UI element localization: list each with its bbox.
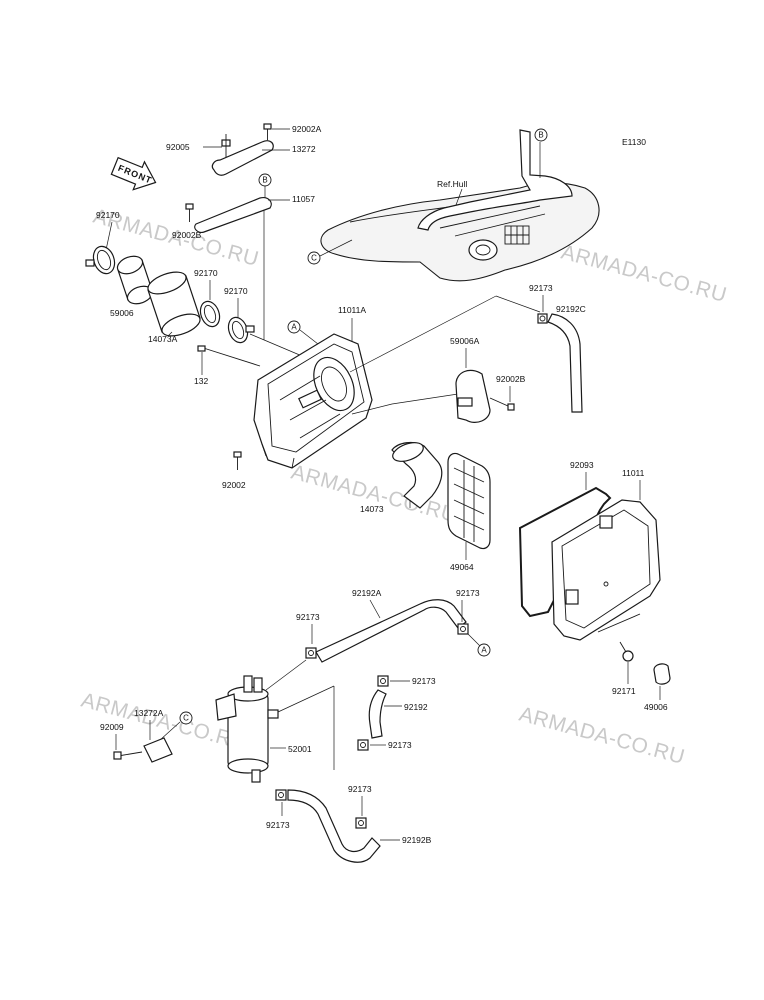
part-92173[interactable]: 92173 (456, 588, 480, 598)
bolt-icon (113, 751, 143, 760)
ref-label: Ref.Hull (437, 179, 467, 189)
part-13272[interactable]: 13272 (292, 144, 316, 154)
part-92173[interactable]: 92173 (266, 820, 290, 830)
marker-b-label: B (538, 131, 543, 140)
part-92192C[interactable]: 92192C (556, 304, 586, 314)
marker-c (307, 251, 321, 265)
clip-icon (355, 817, 367, 829)
marker-a (477, 643, 491, 657)
cover-11011: 11011 92171 49006 (551, 468, 671, 712)
bracket-11057 (194, 197, 272, 233)
watermark: ARMADA-CO.RU (517, 703, 688, 769)
duct-14073: 14073 (360, 441, 443, 514)
clamp-icon (227, 316, 255, 344)
hose-92192B-group: 92173 92173 92192B (266, 784, 432, 863)
bracket-assembly: 92002A 92005 13272 B 11057 92002B (166, 123, 322, 340)
clip-icon (619, 641, 634, 662)
part-92173[interactable]: 92173 (412, 676, 436, 686)
part-92002B[interactable]: 92002B (496, 374, 526, 384)
hose-92192A (315, 599, 467, 663)
duct-14073A (147, 271, 201, 337)
air-box-housing: A 11011A (253, 295, 541, 469)
part-11057[interactable]: 11057 (292, 194, 315, 204)
clamp-icon (85, 245, 116, 275)
part-59006A[interactable]: 59006A (450, 336, 480, 346)
part-11011A[interactable]: 11011A (338, 305, 366, 315)
marker-c-label: C (311, 254, 317, 263)
bracket-13272A-group: C 13272A 92009 (100, 708, 193, 763)
filter-49064: 49064 (447, 452, 491, 572)
clip-icon (275, 789, 287, 801)
part-49064[interactable]: 49064 (450, 562, 474, 572)
clip-icon (305, 647, 317, 659)
hose-92192 (368, 689, 387, 739)
cap-icon (653, 663, 671, 685)
hose-92192A-group: 92192A 92173 92173 A (265, 588, 491, 691)
part-92005[interactable]: 92005 (166, 142, 190, 152)
marker-b (258, 173, 272, 187)
part-92170[interactable]: 92170 (224, 286, 248, 296)
part-92170[interactable]: 92170 (96, 210, 120, 220)
cover-59006A: 59006A 92002B (450, 336, 526, 423)
part-92192[interactable]: 92192 (404, 702, 428, 712)
bracket-13272 (211, 140, 274, 176)
part-92192B[interactable]: 92192B (402, 835, 432, 845)
part-49006[interactable]: 49006 (644, 702, 668, 712)
hose-92192C-group: 92173 92192C (529, 283, 586, 413)
part-92002B[interactable]: 92002B (172, 230, 202, 240)
clip-icon (377, 675, 389, 687)
bolt-icon (489, 397, 515, 411)
part-92192A[interactable]: 92192A (352, 588, 382, 598)
bolt-icon (263, 123, 272, 140)
marker-c-label: C (183, 714, 189, 723)
part-59006[interactable]: 59006 (110, 308, 134, 318)
part-92173[interactable]: 92173 (388, 740, 412, 750)
part-52001[interactable]: 52001 (288, 744, 312, 754)
bolt-icon (185, 203, 194, 222)
hose-92192-group: 92173 92192 92173 (357, 675, 436, 751)
marker-b (534, 128, 548, 142)
bolt-icon (233, 451, 242, 470)
part-92170[interactable]: 92170 (194, 268, 218, 278)
part-132[interactable]: 132 (194, 376, 208, 386)
stud-icon (221, 134, 231, 158)
bolt-icon (197, 345, 261, 367)
part-92093[interactable]: 92093 (570, 460, 594, 470)
marker-c (179, 711, 193, 725)
front-arrow-icon: FRONT (110, 156, 157, 191)
marker-b-label: B (262, 176, 267, 185)
part-14073A[interactable]: 14073A (148, 334, 178, 344)
bracket-13272A (143, 737, 173, 763)
marker-a (287, 320, 301, 334)
clip-icon (357, 739, 369, 751)
part-92009[interactable]: 92009 (100, 722, 124, 732)
clip-icon (537, 313, 548, 324)
part-92002[interactable]: 92002 (222, 480, 246, 490)
clip-icon (457, 623, 469, 635)
hull-vent-grid (504, 225, 530, 245)
tank-52001: 52001 (215, 675, 335, 783)
part-92171[interactable]: 92171 (612, 686, 636, 696)
part-14073[interactable]: 14073 (360, 504, 384, 514)
marker-a-label: A (291, 323, 297, 332)
marker-a-label: A (481, 646, 487, 655)
watermark: ARMADA-CO.RU (559, 241, 730, 307)
part-11011[interactable]: 11011 (622, 468, 645, 478)
part-92173[interactable]: 92173 (296, 612, 320, 622)
part-92173[interactable]: 92173 (348, 784, 372, 794)
hull-reference-drawing: Ref.Hull B C (307, 128, 600, 282)
clamp-icon (199, 300, 221, 328)
part-13272A[interactable]: 13272A (134, 708, 164, 718)
hose-92192C (547, 313, 583, 413)
hose-59006 (116, 255, 154, 305)
hose-92192B (287, 789, 381, 863)
part-92173[interactable]: 92173 (529, 283, 553, 293)
diagram-code: E1130 (622, 137, 646, 147)
intake-duct-group: 92170 59006 14073A 92170 92170 (85, 210, 303, 386)
gasket-92093: 92093 (518, 460, 612, 618)
part-92002A[interactable]: 92002A (292, 124, 322, 134)
